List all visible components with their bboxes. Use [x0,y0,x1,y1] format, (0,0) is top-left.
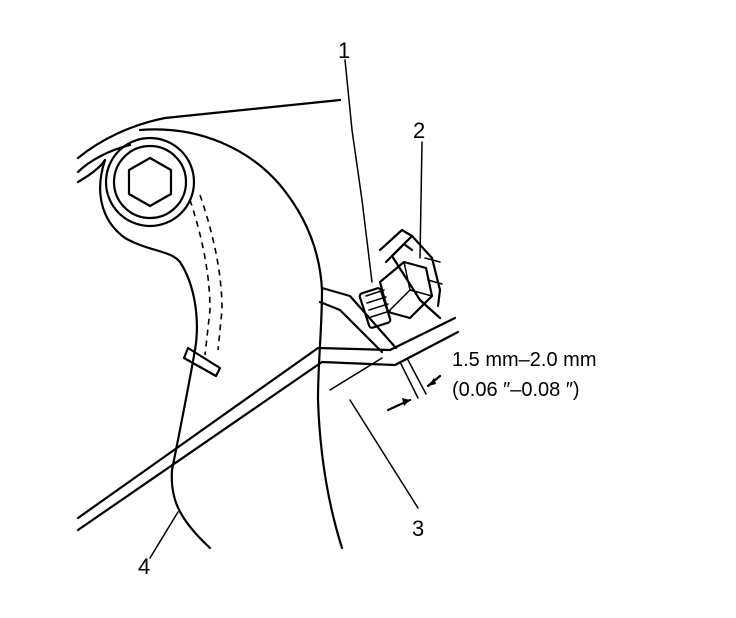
callout-2: 2 [413,118,425,143]
callout-1: 1 [338,38,350,63]
part-1-adjust-screw [358,260,434,329]
spring-hidden-line [182,194,223,378]
clearance-gap-marker [386,359,442,412]
pivot-bolt [104,136,196,228]
leader-lines [149,59,423,559]
callout-3: 3 [412,516,424,541]
part-2-stop-bracket [378,228,443,320]
part-3-bracket [76,286,460,532]
pivot-housing [76,98,344,550]
callout-4: 4 [138,554,150,579]
clearance-metric-label: 1.5 mm–2.0 mm [452,349,596,371]
clearance-imperial-label: (0.06 ″–0.08 ″) [452,379,580,401]
